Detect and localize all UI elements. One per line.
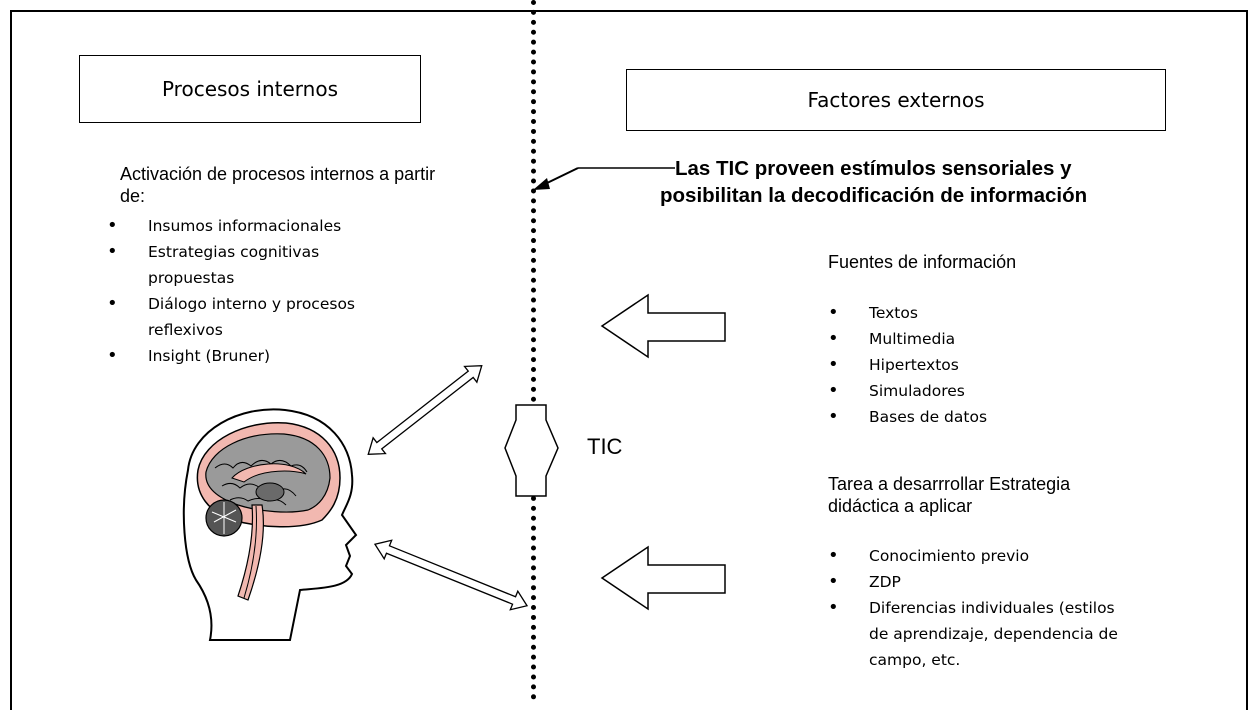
internal-intro-text: Activación de procesos internos a partir… bbox=[120, 164, 436, 206]
list-item: ZDP bbox=[828, 569, 1108, 595]
list-item: Hipertextos bbox=[828, 352, 1128, 378]
list-item: Conocimiento previo bbox=[828, 543, 1108, 569]
tic-headline-line2: posibilitan la decodificación de informa… bbox=[660, 184, 1088, 207]
internal-processes-box: Procesos internos bbox=[79, 55, 421, 123]
strategy-list: Conocimiento previo ZDP Diferencias indi… bbox=[828, 543, 1118, 673]
pointer-arrow-icon bbox=[533, 167, 675, 190]
double-arrow-icon bbox=[504, 404, 559, 497]
diagram-frame bbox=[10, 10, 1248, 710]
external-factors-box: Factores externos bbox=[626, 69, 1166, 131]
task-title: Tarea a desarrrollar Estrategia didáctic… bbox=[828, 474, 1071, 516]
external-factors-title: Factores externos bbox=[807, 88, 985, 112]
dotted-divider bbox=[531, 0, 536, 700]
sources-title: Fuentes de información bbox=[828, 252, 1017, 272]
list-item: Insight (Bruner) bbox=[107, 343, 407, 369]
internal-items-list: Insumos informacionales Estrategias cogn… bbox=[107, 213, 407, 369]
internal-processes-title: Procesos internos bbox=[161, 77, 339, 101]
sources-list: Textos Multimedia Hipertextos Simuladore… bbox=[828, 300, 1128, 430]
brain-head-icon bbox=[182, 408, 358, 641]
list-item: Textos bbox=[828, 300, 1128, 326]
tic-label: TIC bbox=[587, 434, 623, 459]
block-arrow-left-icon bbox=[600, 545, 726, 611]
list-item: Diálogo interno y procesos reflexivos bbox=[107, 291, 408, 343]
list-item: Insumos informacionales bbox=[107, 213, 407, 239]
list-item: Diferencias individuales (estilos de apr… bbox=[828, 595, 1119, 673]
block-arrow-left-icon bbox=[600, 293, 726, 359]
list-item: Bases de datos bbox=[828, 404, 1128, 430]
list-item: Multimedia bbox=[828, 326, 1128, 352]
list-item: Simuladores bbox=[828, 378, 1128, 404]
list-item: Estrategias cognitivas propuestas bbox=[107, 239, 378, 291]
double-arrow-icon bbox=[367, 364, 483, 456]
tic-headline: Las TIC proveen estímulos sensoriales y … bbox=[660, 155, 1220, 209]
double-arrow-icon bbox=[373, 539, 529, 611]
tic-headline-line1: Las TIC proveen estímulos sensoriales y bbox=[675, 157, 1072, 180]
